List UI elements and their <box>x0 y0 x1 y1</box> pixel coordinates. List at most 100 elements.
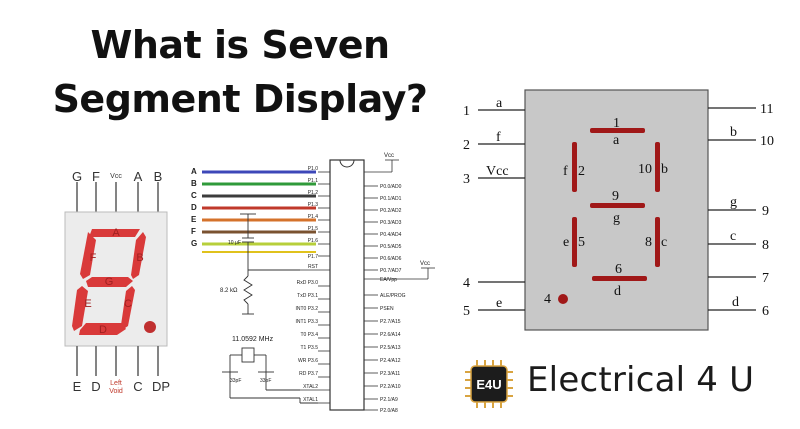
mcu-schematic: A B C D E F G P1.0 P1.1 P1.2 P1.3 <box>191 153 435 414</box>
pinout-dp-num: 4 <box>544 292 551 307</box>
segment-e <box>72 286 88 331</box>
mcu-right-pin-17: P2.2/A10 <box>380 384 401 390</box>
left-top-pin-vcc: Vcc <box>110 173 122 180</box>
crystal-label: 11.0592 MHz <box>232 336 274 343</box>
pinout-segment-labels: 1 a f 2 10 b 9 g e 5 8 c 6 d 4 <box>544 116 668 307</box>
pinout-left-label-1: a <box>496 96 503 111</box>
pinout-right-num-11: 11 <box>760 102 773 117</box>
mcu-input-f: F <box>191 227 196 236</box>
segment-d <box>79 323 126 335</box>
mcu-vcc-right: Vcc <box>420 261 430 267</box>
pinout-right-label-6: d <box>732 295 739 310</box>
pinout-left-num-2: 2 <box>463 138 470 153</box>
pinout-right-label-8: c <box>730 229 736 244</box>
mcu-right-pin-11: PSEN <box>380 306 394 312</box>
mcu-left-pin-14: T0 P3.4 <box>300 332 318 338</box>
mcu-left-pin-3: P1.2 <box>308 190 319 196</box>
pinout-seg-name-e: e <box>563 235 569 250</box>
pinout-right-label-9: g <box>730 195 737 210</box>
mcu-left-stubs <box>300 171 330 404</box>
pinout-segment-f <box>572 142 577 192</box>
pinout-diagram: 1 a f 2 10 b 9 g e 5 8 c 6 d 4 1 a 2 <box>463 89 774 331</box>
pinout-seg-name-f: f <box>563 164 568 179</box>
left-void-line1: Left <box>110 380 122 387</box>
left-bottom-pin-dp: DP <box>152 379 170 394</box>
pinout-left-num-3: 3 <box>463 172 470 187</box>
mcu-input-a: A <box>191 167 197 176</box>
pinout-segment-a <box>590 128 645 133</box>
segment-letter-c: C <box>124 298 132 310</box>
mcu-left-pin-9: RST <box>308 264 318 270</box>
pinout-left-label-2: f <box>496 130 501 145</box>
pinout-segment-d <box>592 276 647 281</box>
pinout-left-num-5: 5 <box>463 304 470 319</box>
mcu-right-pin-9: EA/Vpp <box>380 277 397 283</box>
pinout-left-num-1: 1 <box>463 104 470 119</box>
pinout-seg-num-b: 10 <box>638 162 652 177</box>
mcu-right-pin-1: P0.0/AD0 <box>380 184 402 190</box>
left-bottom-pin-d: D <box>91 379 100 394</box>
brand-logo-text: E4U <box>476 377 501 392</box>
page-title: What is Seven Segment Display? <box>40 18 440 126</box>
mcu-right-pin-13: P2.6/A14 <box>380 332 401 338</box>
pinout-right-labels: 11 10 b 9 g 8 c 7 6 d <box>730 102 774 319</box>
pinout-seg-name-b: b <box>661 162 668 177</box>
pinout-seg-num-c: 8 <box>645 235 652 250</box>
reset-cap-label: 10 μF <box>228 240 241 246</box>
pinout-segments <box>558 128 660 304</box>
mcu-right-pin-7: P0.6/AD6 <box>380 256 402 262</box>
segment-b <box>131 232 146 279</box>
title-line-2: Segment Display? <box>52 77 428 121</box>
pinout-left-label-5: e <box>496 296 502 311</box>
mcu-left-pin-5: P1.4 <box>308 214 319 220</box>
mcu-input-letters: A B C D E F G <box>191 167 197 248</box>
pinout-decimal-point <box>558 294 568 304</box>
reset-circuit <box>240 213 300 315</box>
mcu-left-pin-labels: P1.0 P1.1 P1.2 P1.3 P1.4 P1.5 P1.6 P1.7 … <box>295 166 318 403</box>
mcu-right-pin-12: P2.7/A15 <box>380 319 401 325</box>
crystal-circuit <box>222 347 318 404</box>
left-top-pin-f: F <box>92 169 100 184</box>
pinout-right-label-10: b <box>730 125 737 140</box>
left-void-line2: Void <box>109 388 123 395</box>
pinout-right-num-8: 8 <box>762 238 769 253</box>
decimal-point <box>144 321 156 333</box>
segment-letters: A B C D E F G <box>84 227 143 336</box>
mcu-left-pin-19: XTAL1 <box>303 397 318 403</box>
mcu-right-pin-19: P2.0/A8 <box>380 408 398 414</box>
left-display: G F Vcc A B A B C D E F G <box>64 169 170 395</box>
mcu-right-pin-14: P2.5/A13 <box>380 345 401 351</box>
segment-c <box>121 286 135 330</box>
mcu-input-g: G <box>191 239 197 248</box>
mcu-right-pin-15: P2.4/A12 <box>380 358 401 364</box>
segment-letter-g: G <box>105 276 114 288</box>
pinout-seg-num-a: 1 <box>613 116 620 131</box>
title-line-1: What is Seven <box>90 23 390 67</box>
brand-name[interactable]: Electrical 4 U <box>527 360 755 400</box>
mcu-left-pin-4: P1.3 <box>308 202 319 208</box>
left-bottom-pins <box>76 346 159 376</box>
mcu-right-pin-6: P0.5/AD5 <box>380 244 402 250</box>
left-top-pin-g: G <box>72 169 82 184</box>
pinout-seg-name-g: g <box>613 211 620 226</box>
left-top-pins <box>76 182 159 212</box>
mcu-chip <box>329 159 365 411</box>
mcu-left-pin-15: T1 P3.5 <box>300 345 318 351</box>
mcu-right-pin-8: P0.7/AD7 <box>380 268 402 274</box>
mcu-left-pin-17: RD P3.7 <box>299 371 318 377</box>
pinout-right-num-10: 10 <box>760 134 774 149</box>
mcu-right-pin-3: P0.2/AD2 <box>380 208 402 214</box>
brand-logo-icon[interactable]: E4U <box>463 358 515 410</box>
mcu-left-pin-11: TxD P3.1 <box>297 293 318 299</box>
pinout-left-label-3: Vcc <box>486 164 509 179</box>
pinout-segment-b <box>655 142 660 192</box>
pinout-seg-name-c: c <box>661 235 667 250</box>
mcu-right-pin-16: P2.3/A11 <box>380 371 400 377</box>
pinout-left-labels: 1 a 2 f 3 Vcc 4 5 e <box>463 96 509 319</box>
segment-letter-b: B <box>136 252 143 264</box>
pinout-right-num-9: 9 <box>762 204 769 219</box>
mcu-right-pin-10: ALE/PROG <box>380 293 406 299</box>
mcu-right-pin-18: P2.1/A9 <box>380 397 398 403</box>
left-bottom-pin-c: C <box>133 379 142 394</box>
